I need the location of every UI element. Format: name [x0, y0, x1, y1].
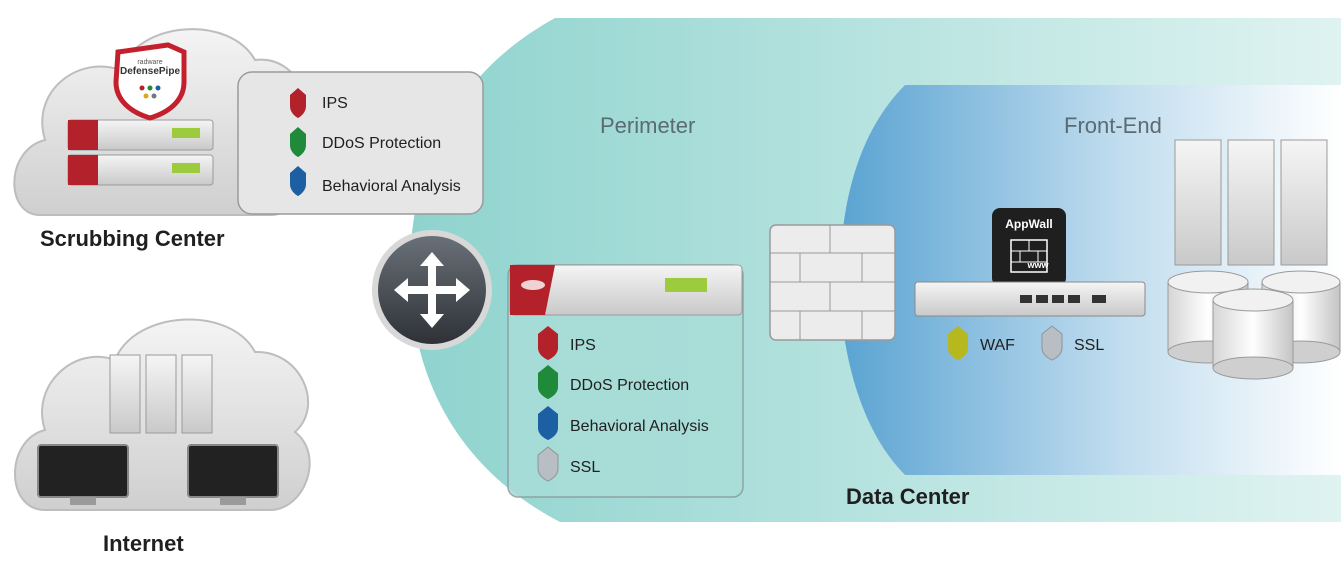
front-end-protection-ssl: SSL — [1041, 325, 1104, 361]
ssl-shield-icon — [537, 446, 559, 482]
svg-text:WAF: WAF — [980, 337, 1015, 354]
scrubbing-protection-behavioral: Behavioral Analysis — [290, 166, 461, 196]
perimeter-protection-behavioral: Behavioral Analysis — [538, 406, 709, 440]
ddos-shield-icon — [290, 127, 306, 157]
data-center-label: Data Center — [846, 484, 970, 509]
svg-text:SSL: SSL — [1074, 337, 1104, 354]
firewall-icon — [769, 224, 896, 341]
perimeter-protection-ddos: DDoS Protection — [538, 365, 689, 399]
defensepipe-logo: radware DefensePipe — [113, 42, 187, 121]
svg-text:IPS: IPS — [570, 337, 596, 354]
router-icon — [372, 230, 492, 350]
front-end-label: Front-End — [1064, 113, 1162, 138]
svg-text:IPS: IPS — [322, 95, 348, 112]
scrubbing-appliance — [67, 119, 214, 186]
behavioral-shield-icon — [538, 406, 558, 440]
internet-servers — [109, 354, 213, 434]
appwall-appliance: AppWall www — [914, 208, 1146, 317]
ips-shield-icon — [538, 326, 558, 360]
brick-wall-icon — [1010, 239, 1048, 273]
database-icon — [1212, 288, 1294, 380]
defensepipe-product-text: DefensePipe — [120, 66, 180, 77]
ddos-shield-icon — [538, 365, 558, 399]
perimeter-protection-ips: IPS — [538, 326, 596, 360]
internet-label: Internet — [103, 531, 184, 556]
perimeter-protection-ssl: SSL — [537, 446, 600, 482]
defensepipe-brand-text: radware — [137, 59, 162, 66]
perimeter-label: Perimeter — [600, 113, 695, 138]
behavioral-shield-icon — [290, 166, 306, 196]
ips-shield-icon — [290, 88, 306, 118]
appwall-badge: www — [1026, 260, 1049, 270]
internet-monitor-right — [187, 444, 279, 505]
internet-cloud — [14, 318, 311, 511]
perimeter-appliance — [509, 264, 743, 316]
scrubbing-center-label: Scrubbing Center — [40, 226, 225, 251]
svg-text:SSL: SSL — [570, 459, 600, 476]
front-end-servers — [1174, 139, 1328, 266]
svg-text:DDoS Protection: DDoS Protection — [570, 377, 689, 394]
appwall-title: AppWall — [1005, 217, 1053, 231]
svg-text:Behavioral Analysis: Behavioral Analysis — [570, 418, 709, 435]
scrubbing-protection-ips: IPS — [290, 88, 348, 118]
front-end-protection-waf: WAF — [948, 326, 1015, 360]
waf-shield-icon — [948, 326, 968, 360]
svg-text:Behavioral Analysis: Behavioral Analysis — [322, 178, 461, 195]
ssl-shield-icon — [1041, 325, 1063, 361]
internet-monitor-left — [37, 444, 129, 505]
svg-text:DDoS Protection: DDoS Protection — [322, 135, 441, 152]
scrubbing-protection-ddos: DDoS Protection — [290, 127, 441, 157]
